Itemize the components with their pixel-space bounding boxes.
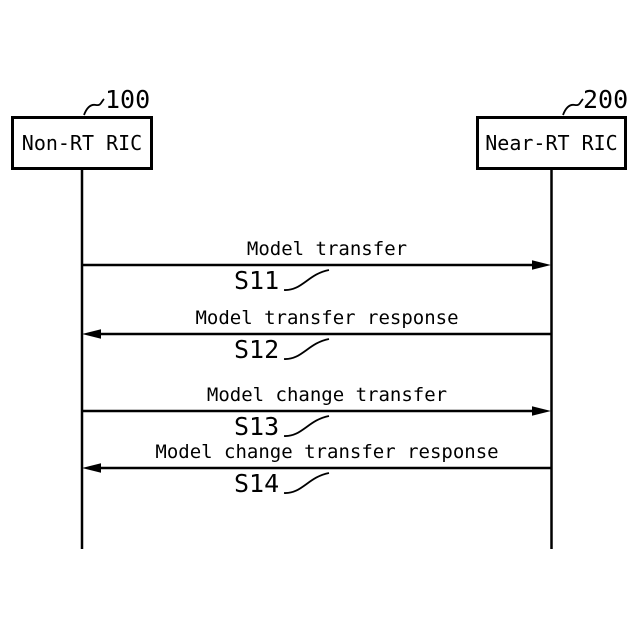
leader-squiggle-ref-100 — [83, 98, 105, 116]
leader-squiggle-ref-200 — [562, 98, 584, 116]
arrowhead-left-s12 — [82, 329, 101, 339]
message-label-s14: Model change transfer response — [155, 441, 499, 463]
actor-box-non-rt-ric: Non-RT RIC — [11, 116, 153, 170]
ref-number-100: 100 — [105, 85, 151, 114]
leader-squiggle-s14 — [283, 472, 330, 494]
message-label-s11: Model transfer — [246, 238, 408, 260]
leader-squiggle-s13 — [283, 415, 330, 437]
leader-squiggle-s12 — [283, 338, 330, 360]
actor-label-near-rt-ric: Near-RT RIC — [485, 131, 618, 155]
arrowhead-left-s14 — [82, 463, 101, 473]
step-label-s11: S11 — [234, 266, 280, 295]
ref-number-200: 200 — [583, 85, 629, 114]
actor-box-near-rt-ric: Near-RT RIC — [476, 116, 627, 170]
message-label-s13: Model change transfer — [206, 384, 448, 406]
actor-label-non-rt-ric: Non-RT RIC — [21, 131, 143, 155]
step-label-s14: S14 — [234, 469, 280, 498]
step-label-s13: S13 — [234, 412, 280, 441]
step-label-s12: S12 — [234, 335, 280, 364]
arrowhead-right-s11 — [532, 260, 551, 270]
message-label-s12: Model transfer response — [195, 307, 459, 329]
arrowhead-right-s13 — [532, 406, 551, 416]
leader-squiggle-s11 — [283, 269, 330, 291]
